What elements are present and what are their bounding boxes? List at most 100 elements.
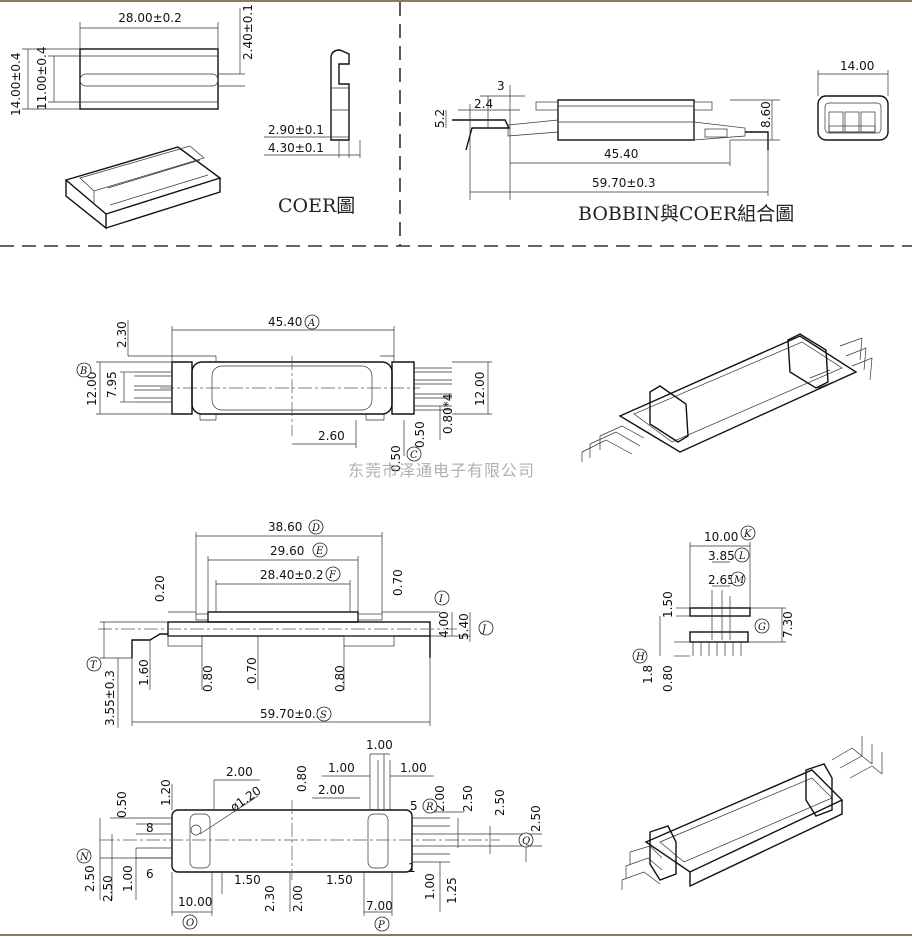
side-tag-I: I [438,594,444,605]
bot-230-label: 2.30 [263,885,277,912]
end-730-label: 7.30 [781,611,795,638]
asm-1400-label: 14.00 [840,59,874,73]
side-355-label: 3.55±0.3 [103,670,117,726]
asm-3-label: 3 [497,79,505,93]
assembly-view: 3 2.4 5.2 8.60 45.40 59.70±0.3 14.00 BOB… [433,59,889,225]
bot-120-label: 1.20 [159,779,173,806]
assembly-caption: BOBBIN與COER組合圖 [578,203,794,225]
top-080x4-label: 0.80*4 [441,394,455,434]
asm-52-label: 5.2 [433,109,447,128]
coer-step2-label: 4.30±0.1 [268,141,324,155]
asm-4540-label: 45.40 [604,147,638,161]
side-tag-D: D [311,523,320,534]
bot-tag-P: P [377,920,385,931]
side-tag-E: E [315,546,324,557]
bot-tag-N: N [79,852,90,863]
bottom-view: 1.00 1.00 1.00 2.00 0.80 2.00 1.20 0.50 … [76,738,543,932]
top-050-label: 0.50 [389,445,403,472]
top-260-label: 2.60 [318,429,345,443]
end-tag-M: M [733,575,745,586]
bot-tag-O: O [186,918,194,929]
end-tag-L: L [738,551,746,562]
side-020-label: 0.20 [153,575,167,602]
coer-outer-label: 14.00±0.4 [9,53,23,117]
coer-caption: COER圖 [278,195,355,217]
side-3860-label: 38.60 [268,520,302,534]
bot-150a-label: 1.50 [234,873,261,887]
coer-view: 28.00±0.2 2.40±0.1 14.00±0.4 11.00±0.4 2… [9,4,361,230]
side-5970-label: 59.70±0.3 [260,707,324,721]
side-2960-label: 29.60 [270,544,304,558]
top-795-label: 7.95 [105,371,119,398]
end-tag-K: K [743,529,752,540]
end-265-label: 2.65 [708,573,735,587]
top-tag-B: B [79,366,87,377]
side-540-label: 5.40 [457,613,471,640]
coer-thickness-label: 2.40±0.1 [241,4,255,60]
top-1200l-label: 12.00 [85,372,99,406]
side-2840-label: 28.40±0.2 [260,568,324,582]
asm-860-label: 8.60 [759,101,773,128]
top-230-label: 2.30 [115,321,129,348]
coer-step1-label: 2.90±0.1 [268,123,324,137]
top-view: 45.40 A 2.30 7.95 12.00 B 12.00 0.80*4 2… [76,314,492,472]
bot-250b-label: 2.50 [493,789,507,816]
top-1200r-label: 12.00 [473,372,487,406]
bot-pin8-label: 8 [146,821,154,835]
bot-tag-R: R [425,802,434,813]
end-385-label: 3.85 [708,549,735,563]
assembly-3d-upper [581,333,873,462]
end-150-label: 1.50 [661,591,675,618]
asm-5970-label: 59.70±0.3 [592,176,656,190]
side-070-label: 0.70 [245,657,259,684]
end-18-label: 1.8 [641,665,655,684]
side-080b-label: 0.80 [333,665,347,692]
side-tag-J: J [480,624,487,635]
coer-inner-label: 11.00±0.4 [35,47,49,111]
watermark-text: 东莞市泽通电子有限公司 [348,461,535,480]
coer-3d [64,145,222,230]
bot-tag-Q: Q [522,836,530,847]
bot-pin1-label: 1 [408,861,416,875]
coer-width-label: 28.00±0.2 [118,11,182,25]
bot-250l-label: 2.50 [83,865,97,892]
bot-pin5-label: 5 [410,799,418,813]
top-4540-label: 45.40 [268,315,302,329]
top-050b-label: 0.50 [413,421,427,448]
bot-250c-label: 2.50 [529,805,543,832]
bot-125-label: 1.25 [445,877,459,904]
bot-pin6-label: 6 [146,867,154,881]
side-400-label: 4.00 [437,611,451,638]
bot-100r-label: 1.00 [423,873,437,900]
bot-100l-label: 1.00 [121,865,135,892]
asm-24-label: 2.4 [474,97,493,111]
bot-150b-label: 1.50 [326,873,353,887]
bot-1000-label: 10.00 [178,895,212,909]
bot-050-label: 0.50 [115,791,129,818]
side-070top-label: 0.70 [391,569,405,596]
coer-plan-outline [79,48,219,110]
end-080-label: 0.80 [661,665,675,692]
bot-100top-label: 1.00 [366,738,393,752]
side-080a-label: 0.80 [201,665,215,692]
bot-100a-label: 1.00 [328,761,355,775]
top-tag-A: A [307,318,315,329]
end-view: 10.00 K 3.85 L 2.65 M 1.50 7.30 G H 1.8 … [632,525,795,692]
end-1000-label: 10.00 [704,530,738,544]
end-tag-H: H [635,652,645,663]
side-tag-F: F [328,570,337,581]
bot-100b-label: 1.00 [400,761,427,775]
side-view: 38.60 D 29.60 E 28.40±0.2 F 0.20 0.70 I … [86,519,494,728]
side-tag-S: S [320,710,327,721]
side-160-label: 1.60 [137,659,151,686]
coer-side-profile [330,49,350,141]
bot-700-label: 7.00 [366,899,393,913]
bot-250l2-label: 2.50 [101,875,115,902]
bot-080-label: 0.80 [295,765,309,792]
bot-200b-label: 2.00 [318,783,345,797]
assembly-3d-lower [621,736,883,890]
end-tag-G: G [758,622,766,633]
side-tag-T: T [90,660,98,671]
bot-250a-label: 2.50 [461,785,475,812]
